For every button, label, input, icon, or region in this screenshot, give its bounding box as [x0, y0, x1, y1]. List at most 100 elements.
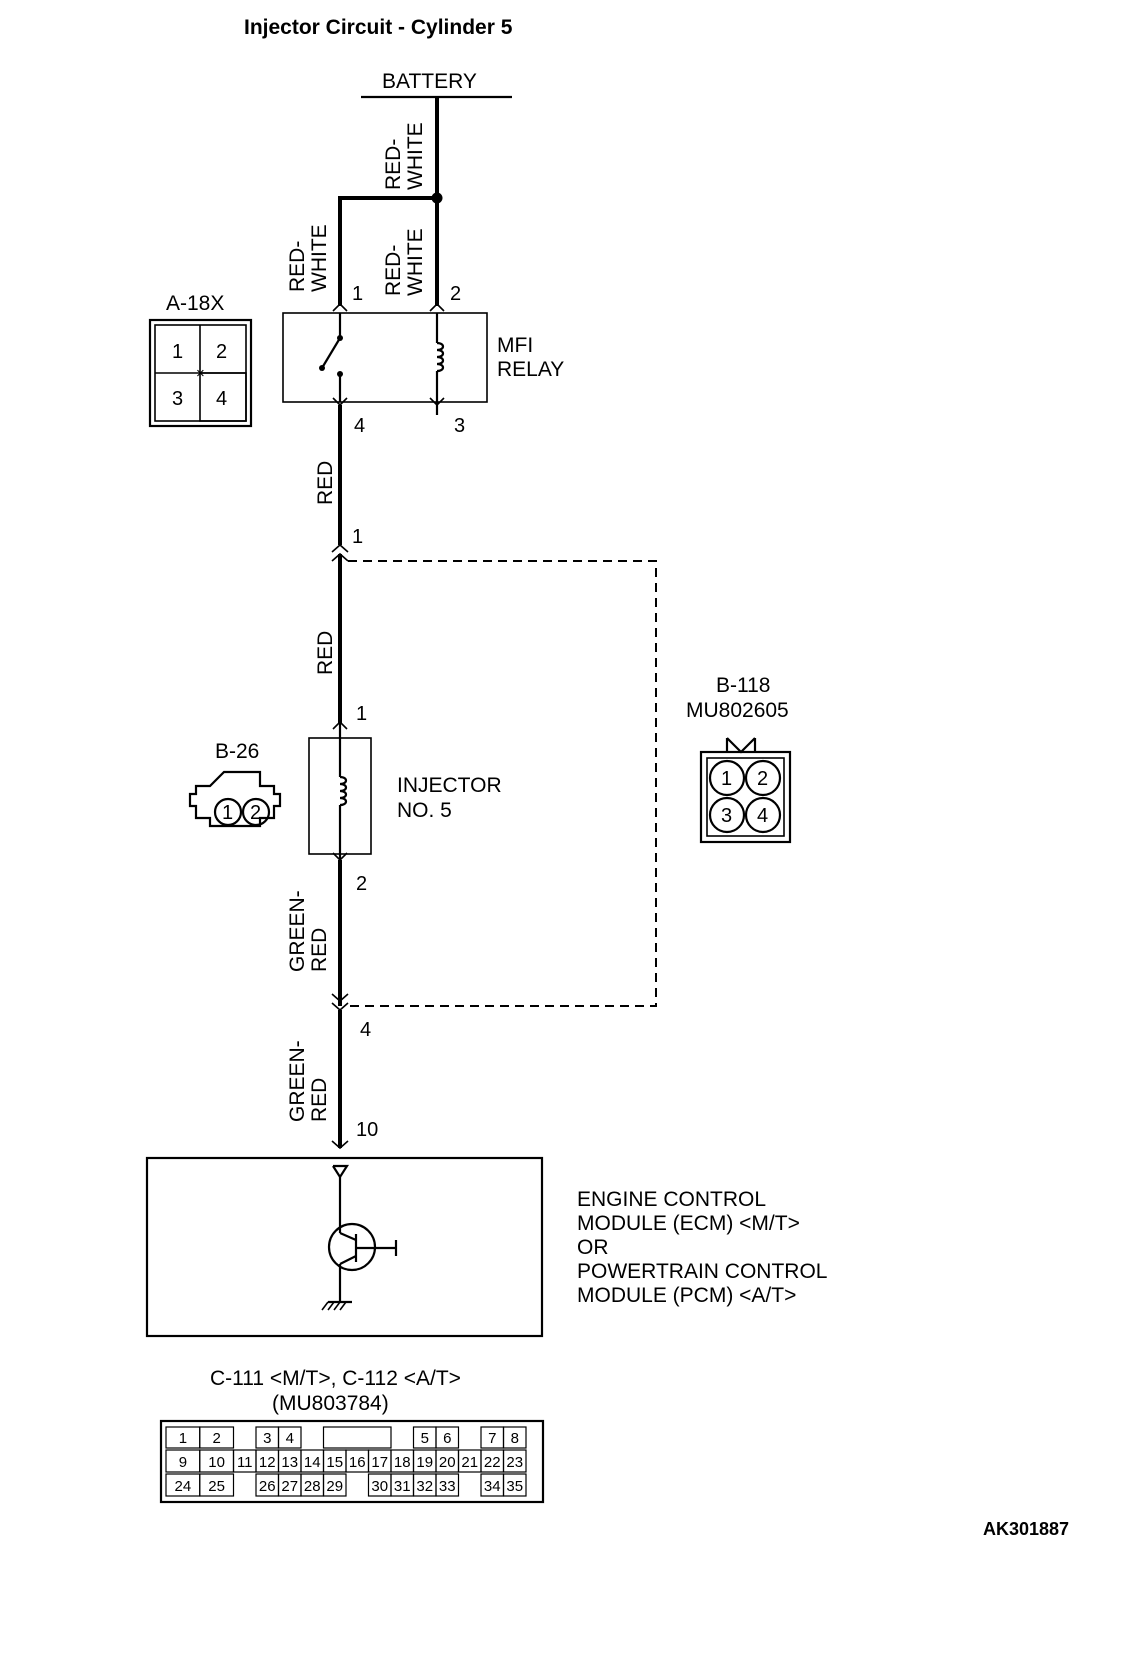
c111-pin-cell: [502, 1473, 527, 1497]
c111-pin-label: 16: [349, 1454, 366, 1471]
connector-arrow: [331, 1140, 349, 1150]
a18x-pin: 4: [216, 388, 227, 410]
connector-b118-part: MU802605: [686, 699, 789, 722]
transistor-collector: [339, 1231, 357, 1242]
svg-text:RED-: RED-: [286, 241, 309, 292]
ecm-label-line3: OR: [577, 1236, 609, 1259]
wire-color-relay-pin1: RED- WHITE: [286, 224, 331, 292]
ecm-input-triangle: [332, 1164, 350, 1180]
svg-text:RED-: RED-: [382, 139, 405, 190]
wire-color-green-red-upper: GREEN- RED: [286, 890, 331, 972]
switch-contact: [319, 365, 325, 371]
c111-pin-label: 9: [179, 1454, 187, 1471]
b26-pin-ring: [241, 797, 271, 827]
a18x-pin: 2: [216, 341, 227, 363]
mfi-relay-box: [282, 312, 488, 403]
b26-pin: 1: [222, 802, 233, 824]
c111-pin-label: 29: [326, 1478, 343, 1495]
b118-pin-ring: [744, 759, 782, 797]
ecm-pin: 10: [356, 1119, 378, 1141]
svg-text:RED: RED: [308, 1078, 331, 1122]
junction-pin-bottom: 4: [360, 1019, 371, 1041]
relay-switch-blade: [321, 337, 341, 369]
c111-pin-label: 31: [394, 1478, 411, 1495]
c111-pin-label: 11: [237, 1454, 253, 1471]
c111-pin-label: 1: [179, 1430, 187, 1447]
c111-pin-cell: [322, 1473, 347, 1497]
c111-pin-label: 14: [304, 1454, 321, 1471]
ecm-label-line1: ENGINE CONTROL: [577, 1188, 766, 1211]
connector-arrow: [331, 543, 349, 553]
c111-pin-label: 25: [208, 1478, 225, 1495]
ground-hatch: [321, 1301, 329, 1311]
c111-pin-label: 17: [371, 1454, 388, 1471]
relay-pin-1: 1: [352, 283, 363, 305]
junction-block-outline: [348, 560, 657, 1007]
diagram-title: Injector Circuit - Cylinder 5: [244, 16, 513, 39]
connector-a18x-id: A-18X: [166, 292, 224, 315]
c111-pin-label: 26: [259, 1478, 276, 1495]
b118-pin: 2: [757, 768, 768, 790]
injector-pin-2: 2: [356, 873, 367, 895]
wire-color-battery-feed: RED- WHITE: [382, 122, 427, 190]
b118-pin: 3: [721, 805, 732, 827]
relay-name-line2: RELAY: [497, 358, 564, 381]
c111-pin-label: 22: [484, 1454, 501, 1471]
b26-pin-ring: [213, 797, 243, 827]
c111-pin-label: 13: [281, 1454, 298, 1471]
connector-c111-part: (MU803784): [272, 1392, 389, 1415]
divider: [199, 372, 247, 422]
connector-b26: [188, 770, 282, 828]
battery-label: BATTERY: [382, 70, 477, 93]
c111-pin-label: 28: [304, 1478, 321, 1495]
c111-pin-label: 23: [506, 1454, 523, 1471]
c111-pin-label: 10: [208, 1454, 225, 1471]
c111-pin-cell: [435, 1426, 460, 1449]
c111-pin-cell: [502, 1449, 527, 1473]
ground-hatch: [327, 1301, 335, 1311]
wire-color-green-red-lower: GREEN- RED: [286, 1040, 331, 1122]
c111-pin-label: 35: [506, 1478, 523, 1495]
wire-color-relay-pin2: RED- WHITE: [382, 228, 427, 296]
ecm-label-line2: MODULE (ECM) <M/T>: [577, 1212, 800, 1235]
c111-pin-label: 27: [281, 1478, 298, 1495]
c111-pin-label: 3: [263, 1430, 271, 1447]
ecm-label-line4: POWERTRAIN CONTROL: [577, 1260, 827, 1283]
c111-pin-cell: [435, 1473, 460, 1497]
b118-pin-ring: [744, 796, 782, 834]
ground-hatch: [339, 1301, 347, 1311]
wire-color-red-upper: RED: [314, 461, 337, 505]
a18x-pin: 3: [172, 388, 183, 410]
svg-text:RED: RED: [308, 928, 331, 972]
connector-arrow: [332, 302, 348, 312]
connector-c111: [159, 1419, 545, 1504]
relay-coil-icon: [436, 341, 445, 373]
injector-name-line2: NO. 5: [397, 799, 452, 822]
connector-arrow: [429, 302, 445, 312]
relay-pin-2: 2: [450, 283, 461, 305]
a18x-pin: 1: [172, 341, 183, 363]
svg-text:RED-: RED-: [382, 245, 405, 296]
b118-pin-ring: [708, 796, 746, 834]
ecm-label-line5: MODULE (PCM) <A/T>: [577, 1284, 796, 1307]
connector-b118-latch: [726, 737, 756, 754]
connector-b118: [699, 750, 792, 844]
relay-pin1-wire: [338, 196, 437, 306]
svg-text:GREEN-: GREEN-: [286, 1040, 309, 1122]
wire-color-red-lower: RED: [314, 631, 337, 675]
b26-pin: 2: [250, 802, 261, 824]
svg-text:RED: RED: [314, 461, 337, 505]
c111-pin-label: 7: [488, 1430, 496, 1447]
figure-code: AK301887: [983, 1519, 1069, 1539]
connector-b118-id: B-118: [716, 674, 770, 697]
connector-a18x: [148, 318, 253, 428]
c111-pin-label: 21: [461, 1454, 478, 1471]
c111-pin-label: 24: [175, 1478, 192, 1495]
svg-text:WHITE: WHITE: [404, 228, 427, 296]
relay-name-line1: MFI: [497, 334, 533, 357]
c111-pin-label: 4: [286, 1430, 294, 1447]
connector-b26-id: B-26: [215, 740, 259, 763]
c111-pin-label: 2: [212, 1430, 220, 1447]
c111-pin-label: 8: [511, 1430, 519, 1447]
